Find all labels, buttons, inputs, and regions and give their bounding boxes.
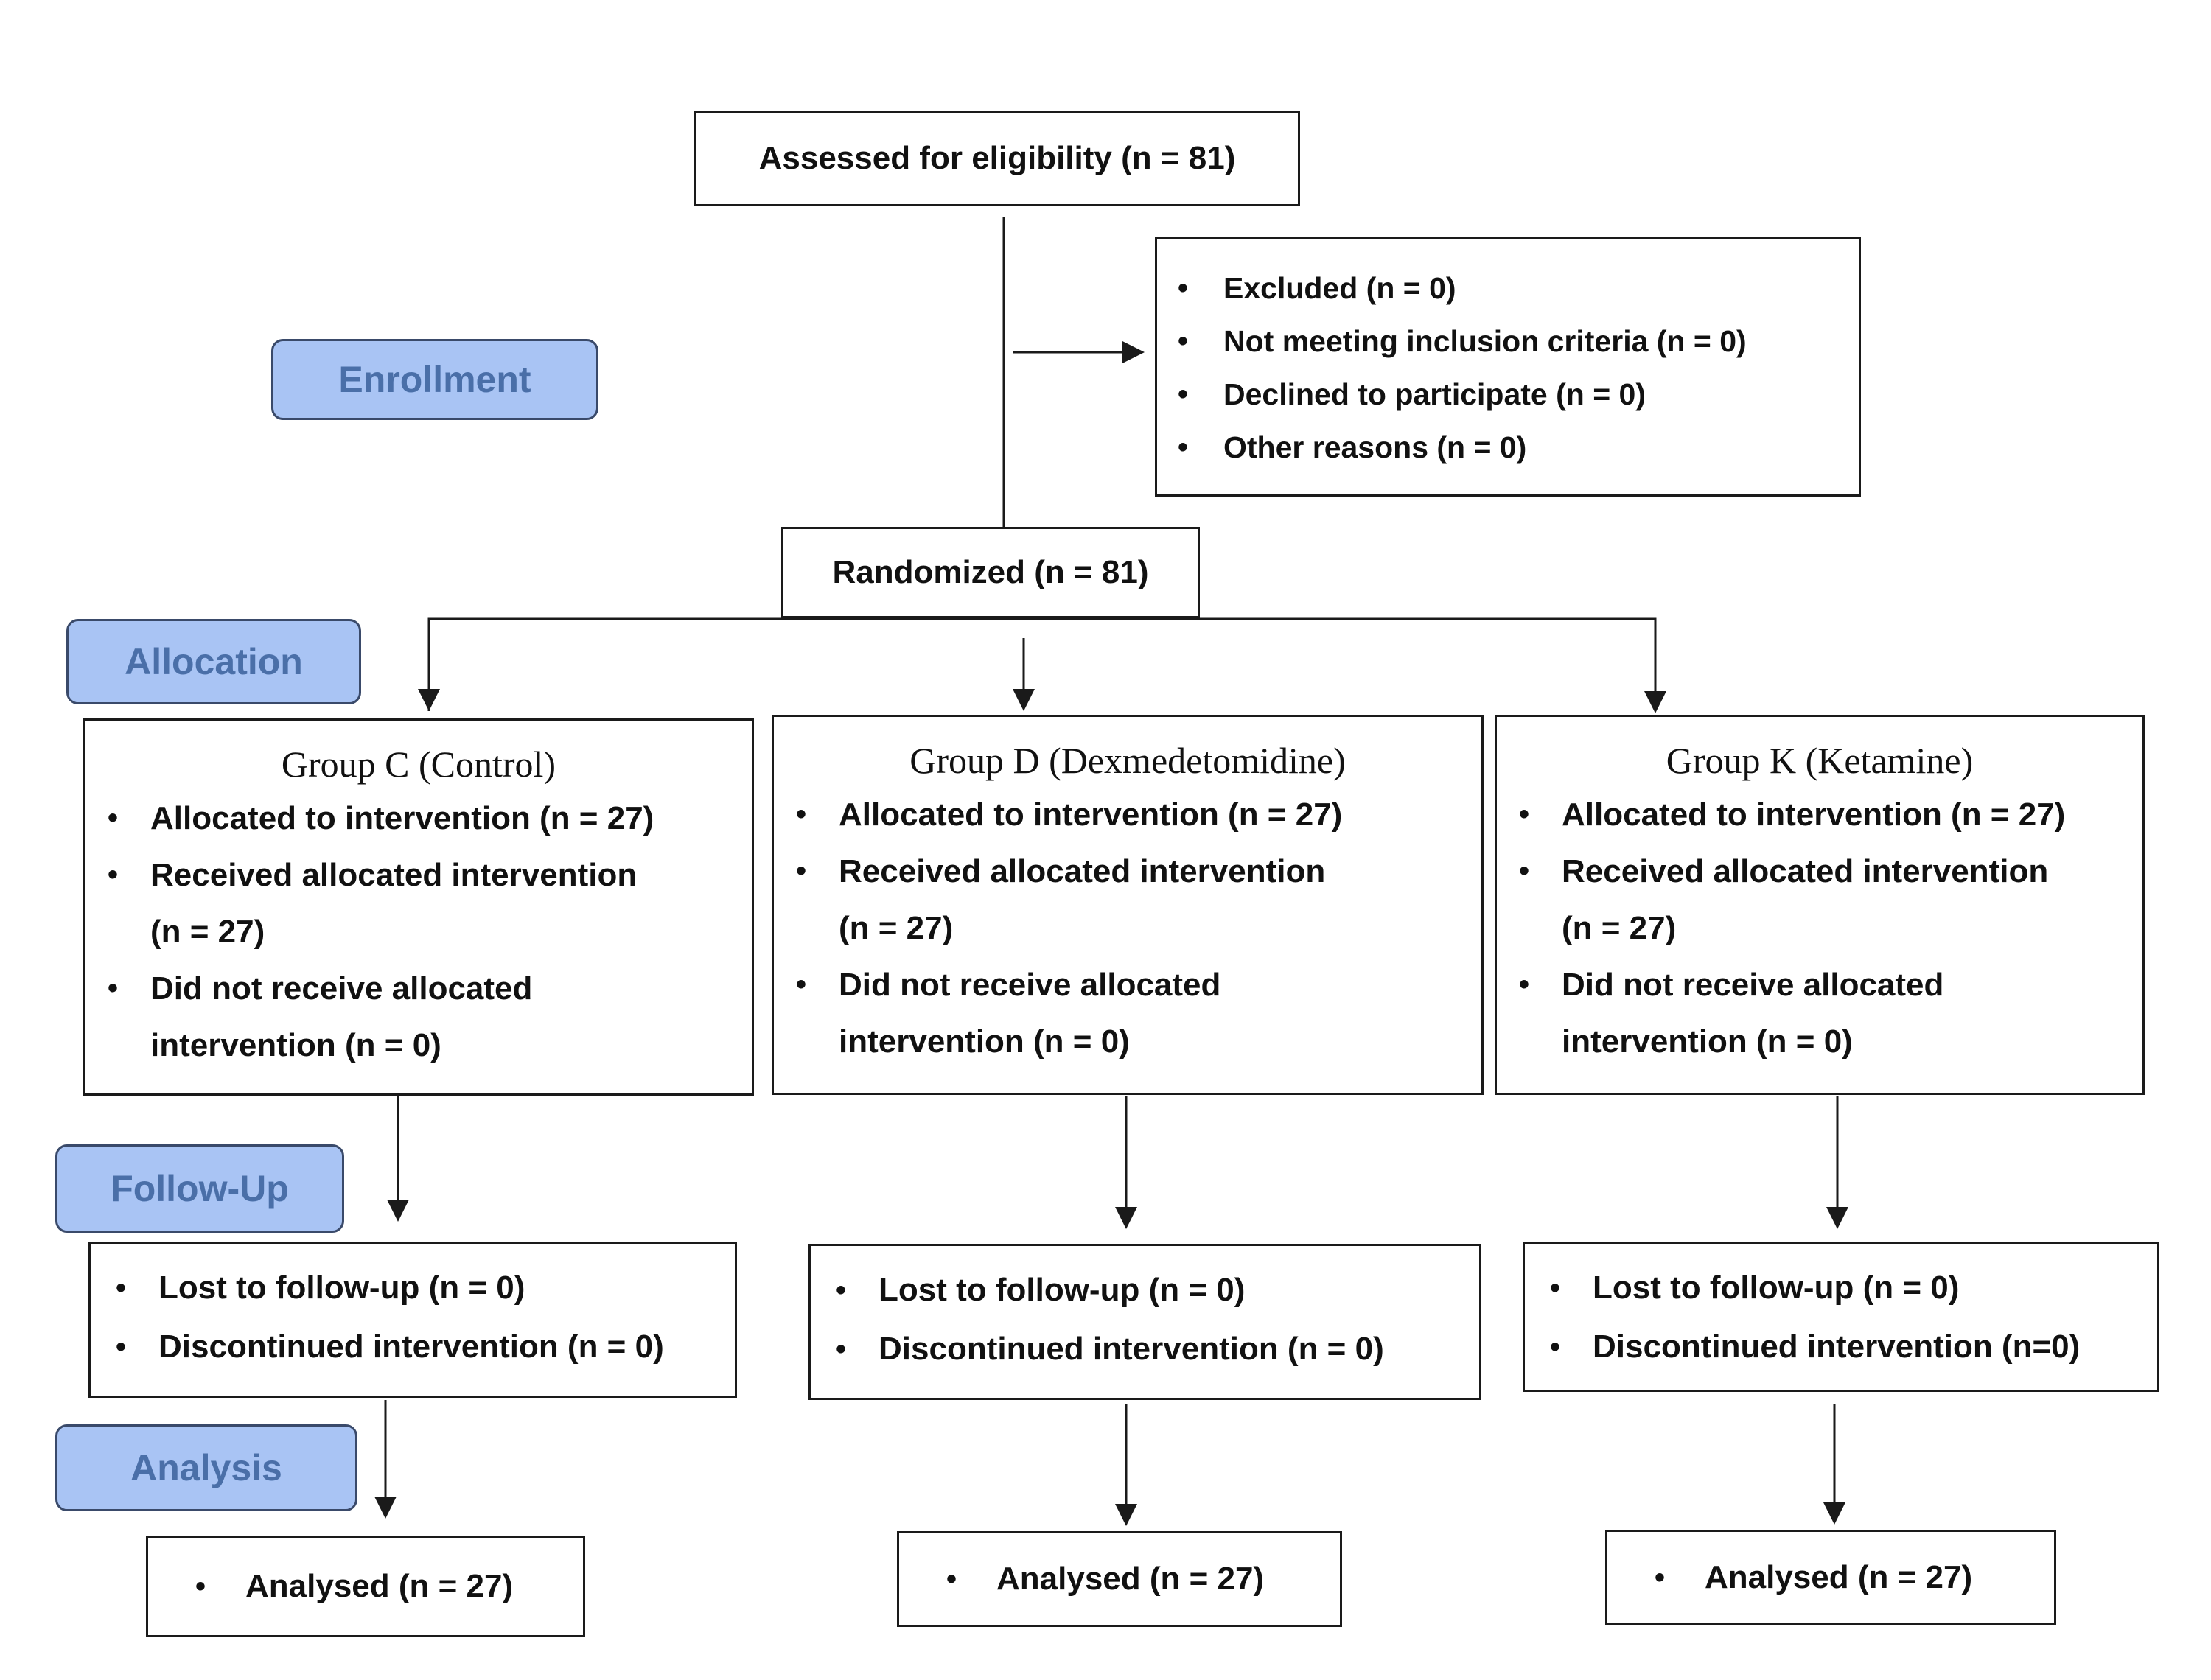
group-item: Received allocated intervention(n = 27) (102, 847, 752, 960)
group-k-box: Group K (Ketamine) Allocated to interven… (1495, 715, 2145, 1095)
stage-allocation: Allocation (66, 619, 361, 704)
group-k-followup-box: Lost to follow-up (n = 0) Discontinued i… (1523, 1242, 2159, 1392)
group-item: Allocated to intervention (n = 27) (1513, 786, 2142, 843)
group-k-analysis-box: Analysed (n = 27) (1605, 1530, 2056, 1625)
stage-analysis: Analysis (55, 1424, 357, 1511)
assessed-box: Assessed for eligibility (n = 81) (694, 111, 1300, 206)
group-item: Allocated to intervention (n = 27) (790, 786, 1481, 843)
excluded-box: Excluded (n = 0) Not meeting inclusion c… (1155, 237, 1861, 497)
excluded-item: Declined to participate (n = 0) (1157, 368, 1859, 421)
randomized-box: Randomized (n = 81) (781, 527, 1200, 618)
excluded-item: Other reasons (n = 0) (1157, 421, 1859, 474)
followup-item: Lost to follow-up (n = 0) (110, 1259, 735, 1317)
group-item: Allocated to intervention (n = 27) (102, 790, 752, 847)
excluded-item: Not meeting inclusion criteria (n = 0) (1157, 315, 1859, 368)
randomized-text: Randomized (n = 81) (832, 554, 1149, 590)
stage-enrollment: Enrollment (271, 339, 598, 420)
group-c-followup-box: Lost to follow-up (n = 0) Discontinued i… (88, 1242, 737, 1398)
assessed-text: Assessed for eligibility (n = 81) (758, 140, 1236, 176)
group-d-analysis-box: Analysed (n = 27) (897, 1531, 1342, 1627)
analysis-item: Analysed (n = 27) (186, 1570, 513, 1603)
group-k-title: Group K (Ketamine) (1666, 740, 1974, 781)
group-c-title: Group C (Control) (281, 743, 556, 785)
group-d-box: Group D (Dexmedetomidine) Allocated to i… (772, 715, 1484, 1095)
group-item: Received allocated intervention(n = 27) (790, 843, 1481, 956)
group-c-box: Group C (Control) Allocated to intervent… (83, 718, 754, 1096)
connector-allocation-branch (427, 617, 1666, 713)
excluded-item: Excluded (n = 0) (1157, 262, 1859, 315)
group-d-title: Group D (Dexmedetomidine) (909, 740, 1346, 781)
stage-follow-up: Follow-Up (55, 1144, 344, 1233)
followup-item: Lost to follow-up (n = 0) (830, 1261, 1479, 1320)
followup-item: Lost to follow-up (n = 0) (1544, 1259, 2157, 1317)
group-c-analysis-box: Analysed (n = 27) (146, 1536, 585, 1637)
followup-item: Discontinued intervention (n = 0) (830, 1320, 1479, 1379)
analysis-item: Analysed (n = 27) (1646, 1561, 1972, 1594)
group-item: Received allocated intervention(n = 27) (1513, 843, 2142, 956)
followup-item: Discontinued intervention (n=0) (1544, 1317, 2157, 1376)
group-d-followup-box: Lost to follow-up (n = 0) Discontinued i… (808, 1244, 1481, 1400)
analysis-item: Analysed (n = 27) (937, 1563, 1264, 1595)
followup-item: Discontinued intervention (n = 0) (110, 1317, 735, 1376)
